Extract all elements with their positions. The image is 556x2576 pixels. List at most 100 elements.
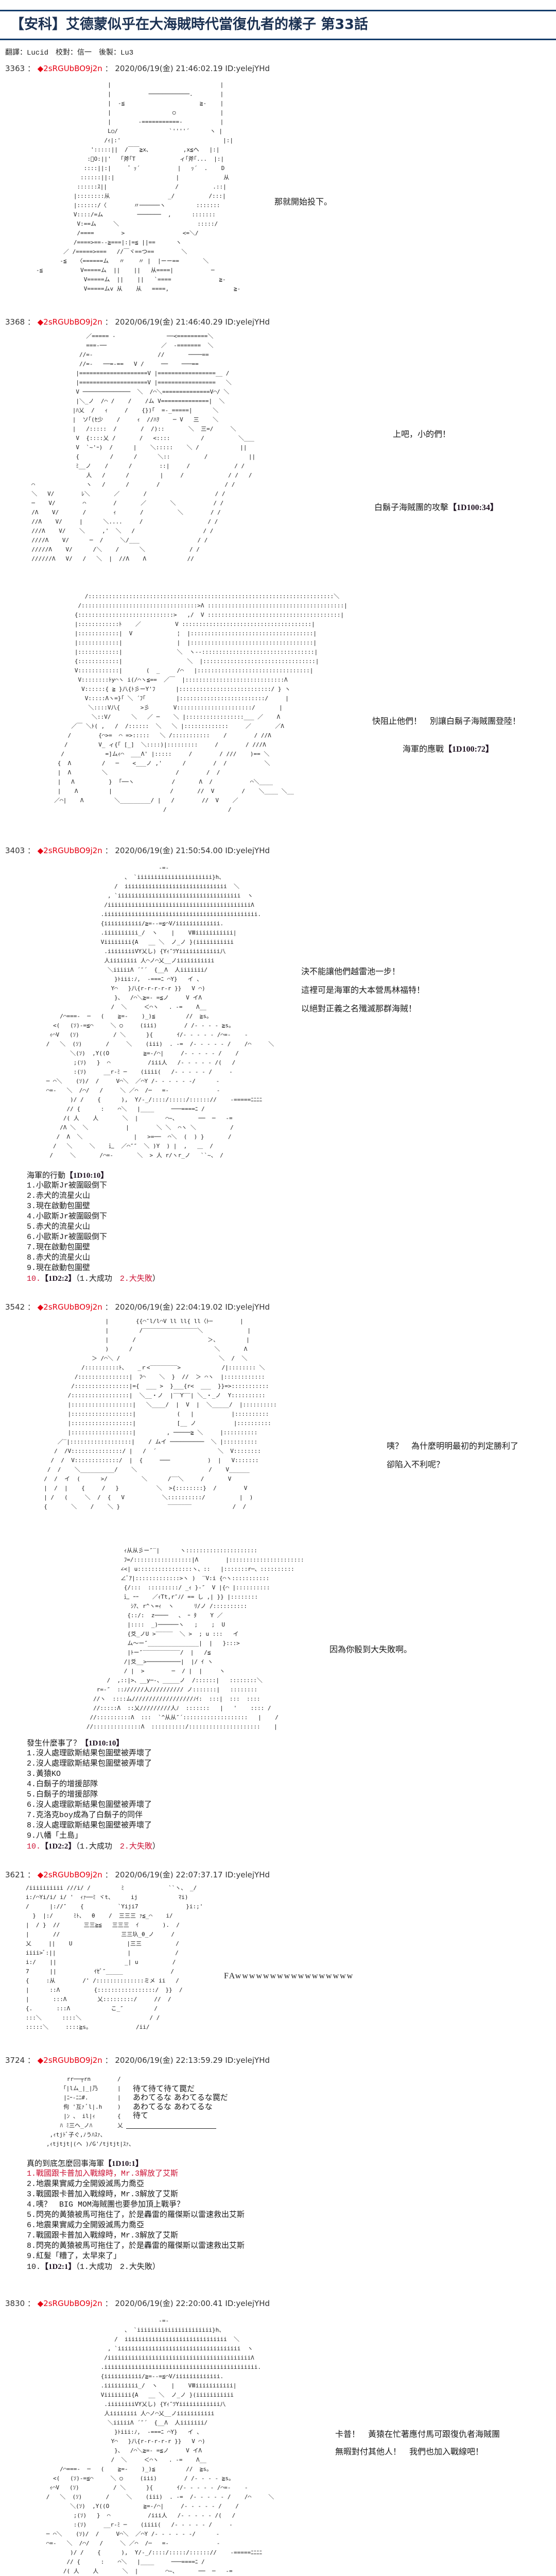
options-title: 真的到底怎麼回事海軍【1D10:1】 (27, 2159, 245, 2169)
speech-bubble-underline (126, 2128, 216, 2129)
separator: ： (105, 317, 113, 327)
post-header: 3542 ： ◆2sRGUbBO9j2n ： 2020/06/19(金) 22:… (5, 1301, 270, 1313)
dice-result: 【1D10:10】 (81, 1739, 124, 1748)
option-item: 7.現在啟動包圍壁 (27, 1243, 91, 1252)
choice-gap (112, 1842, 120, 1851)
paren-open: （ (76, 1275, 80, 1283)
poster-id: ID:yelejYHd (225, 2299, 270, 2308)
option-final: 10.【1D2:2】（1.大成功 2.大失敗） (27, 1841, 160, 1852)
option-item: 8.沒人處理歐斯結果包圍壁被弄壞了 (27, 1821, 152, 1830)
poster-id: ID:yelejYHd (225, 64, 270, 73)
tripcode: ◆2sRGUbBO9j2n (37, 2299, 102, 2308)
choice-success: 1.大成功 (79, 1842, 112, 1851)
options-title-text: 真的到底怎麼回事海軍 (27, 2160, 105, 2168)
option-item: 9.八幡「土島」 (27, 1832, 83, 1840)
post-number[interactable]: 3830 (5, 2299, 25, 2308)
option-item: 6.沒人處理歐斯結果包圍壁被弄壞了 (27, 1801, 152, 1809)
post-header: 3363 ： ◆2sRGUbBO9j2n ： 2020/06/19(金) 21:… (5, 63, 270, 74)
option-item: 4.咦？ BIG MOM海賊團也要參加頂上戰爭？ (27, 2200, 185, 2209)
separator: ： (105, 1870, 113, 1879)
option-item: 1.戰國跟卡普加入戰線時，Mr.3解放了艾斯 (27, 2170, 179, 2178)
separator: ： (105, 2056, 113, 2065)
poster-id: ID:yelejYHd (225, 1870, 270, 1879)
choice-success: 1.大成功 (79, 2263, 112, 2272)
option-item: 2.沒人處理歐斯結果包圍壁被弄壞了 (27, 1759, 152, 1768)
post-header: 3724 ： ◆2sRGUbBO9j2n ： 2020/06/19(金) 22:… (5, 2055, 270, 2066)
tripcode: ◆2sRGUbBO9j2n (37, 846, 102, 855)
ascii-art: | | | ────────────. | | -≦ ≧- | | ○ (36, 81, 241, 292)
option-item: 6.地震果實威力全開毀滅馬力喬亞 (27, 2221, 145, 2230)
post-datetime: 2020/06/19(金) 21:50:54.00 (115, 846, 223, 855)
post-number[interactable]: 3724 (5, 2056, 25, 2065)
post-number[interactable]: 3621 (5, 1870, 25, 1879)
option-item: 1.小歐斯Jr被圍毆倒下 (27, 1181, 108, 1190)
post-datetime: 2020/06/19(金) 22:13:59.29 (115, 2056, 223, 2065)
option-item: 7.克洛克boy成為了白鬍子的同伴 (27, 1811, 143, 1820)
paren-close: ） (152, 1842, 160, 1851)
paren-open: （ (76, 1842, 80, 1851)
speech-bubble-line: 待て待て待て罠だ (133, 2084, 195, 2093)
dialogue-line: 卻陷入不利呢？ (387, 1460, 445, 1469)
options-title-text: 發生什麼事了？ (27, 1739, 81, 1748)
post-header: 3403 ： ◆2sRGUbBO9j2n ： 2020/06/19(金) 21:… (5, 845, 270, 856)
option-item: 7.戰國跟卡普加入戰線時，Mr.3解放了艾斯 (27, 2231, 179, 2240)
dice-result: 【1D100:72】 (444, 745, 494, 754)
ascii-art: ｨ从从彡ー″‾| ヽ::::::::::::::::::::: ﾌ=/:::::… (86, 1547, 304, 1730)
dice-result: 【1D10:10】 (65, 1172, 109, 1180)
options-title: 海軍的行動【1D10:10】 (27, 1171, 160, 1181)
option-item: 9.紅髮「糟了，太早來了」 (27, 2252, 121, 2261)
post-datetime: 2020/06/19(金) 22:07:37.17 (115, 1870, 223, 1879)
option-item: 8.赤犬的流星火山 (27, 1253, 91, 1262)
choice-gap (112, 1275, 120, 1283)
post-header: 3621 ： ◆2sRGUbBO9j2n ： 2020/06/19(金) 22:… (5, 1869, 270, 1880)
dialogue-line: 卡普！ 黃猿在忙著應付馬可跟復仇者海賊團 (335, 2429, 500, 2439)
option-final: 10.【1D2:2】（1.大成功 2.大失敗） (27, 1274, 160, 1284)
dialogue-line: 無暇對付其他人！ 我們也加入戰線吧！ (335, 2447, 484, 2456)
tripcode: ◆2sRGUbBO9j2n (37, 2056, 102, 2065)
post-number[interactable]: 3403 (5, 846, 25, 855)
speech-bubble-line: あわてるな あわてるな (133, 2102, 213, 2111)
paren-open: （ (76, 2263, 80, 2272)
option-item: 5.白鬍子的增援部隊 (27, 1790, 98, 1799)
option-item: 2.地震果實威力全開毀滅馬力喬亞 (27, 2180, 145, 2189)
dice-result: 【1D2:2】 (41, 1275, 76, 1283)
tripcode: ◆2sRGUbBO9j2n (37, 317, 102, 327)
laughing-text: FAwwwwwwwwwwwwwwwww (224, 1972, 354, 1980)
post-header: 3830 ： ◆2sRGUbBO9j2n ： 2020/06/19(金) 22:… (5, 2298, 270, 2309)
choice-failure: 2.大失敗 (119, 2263, 152, 2272)
option-item: 1.沒人處理歐斯結果包圍壁被弄壞了 (27, 1749, 152, 1758)
speech-bubble-edge: / | | ) { 乂 (117, 2076, 123, 2129)
title-rule-bottom (0, 39, 556, 40)
poster-id: ID:yelejYHd (225, 2056, 270, 2065)
option-item: 3.戰國跟卡普加入戰線時，Mr.3解放了艾斯 (27, 2190, 179, 2199)
choice-failure: 2.大失敗 (119, 1275, 152, 1283)
paren-close: ） (152, 2263, 160, 2272)
dialogue-line: 那就開始投下。 (274, 197, 333, 207)
post-datetime: 2020/06/19(金) 22:20:00.41 (115, 2299, 223, 2308)
dialogue-line-with-dice: 海軍的應戰【1D100:72】 (403, 744, 494, 755)
tripcode: ◆2sRGUbBO9j2n (37, 1870, 102, 1879)
dialogue-text: 白鬍子海賊團的攻擊 (374, 502, 449, 512)
dialogue-line: 這裡可是海軍的大本營馬林福特！ (301, 985, 425, 995)
post-number[interactable]: 3542 (5, 1302, 25, 1312)
post-datetime: 2020/06/19(金) 21:46:02.19 (115, 64, 223, 73)
tripcode: ◆2sRGUbBO9j2n (37, 1302, 102, 1312)
poster-id: ID:yelejYHd (225, 317, 270, 327)
dice-result: 【1D2:2】 (41, 1842, 76, 1851)
tripcode: ◆2sRGUbBO9j2n (37, 64, 102, 73)
option-item: 2.赤犬的流星火山 (27, 1192, 91, 1200)
option-item: 9.現在啟動包圍壁 (27, 1264, 91, 1273)
dialogue-line: 上吧，小的們！ (393, 429, 451, 439)
option-item: 4.白鬍子的增援部隊 (27, 1780, 98, 1789)
title-rule-top (0, 10, 556, 11)
post-number[interactable]: 3368 (5, 317, 25, 327)
dialogue-line: 快阻止他們！ 別讓白鬍子海賊團登陸！ (372, 716, 521, 726)
dialogue-line: 決不能讓他們越雷池一步！ (301, 967, 401, 976)
poster-id: ID:yelejYHd (225, 1302, 270, 1312)
paren-close: ） (152, 1275, 160, 1283)
post-number[interactable]: 3363 (5, 64, 25, 73)
separator: ： (27, 1870, 35, 1879)
separator: ： (105, 64, 113, 73)
ascii-art: rr──┬rn ｢|lム_|_|乃 |ﾆｰ-ﾆﾆ#. 佝 '互ｧ ﾞl|.h |… (46, 2076, 134, 2147)
option-item: 6.小歐斯Jr被圍毆倒下 (27, 1233, 108, 1242)
